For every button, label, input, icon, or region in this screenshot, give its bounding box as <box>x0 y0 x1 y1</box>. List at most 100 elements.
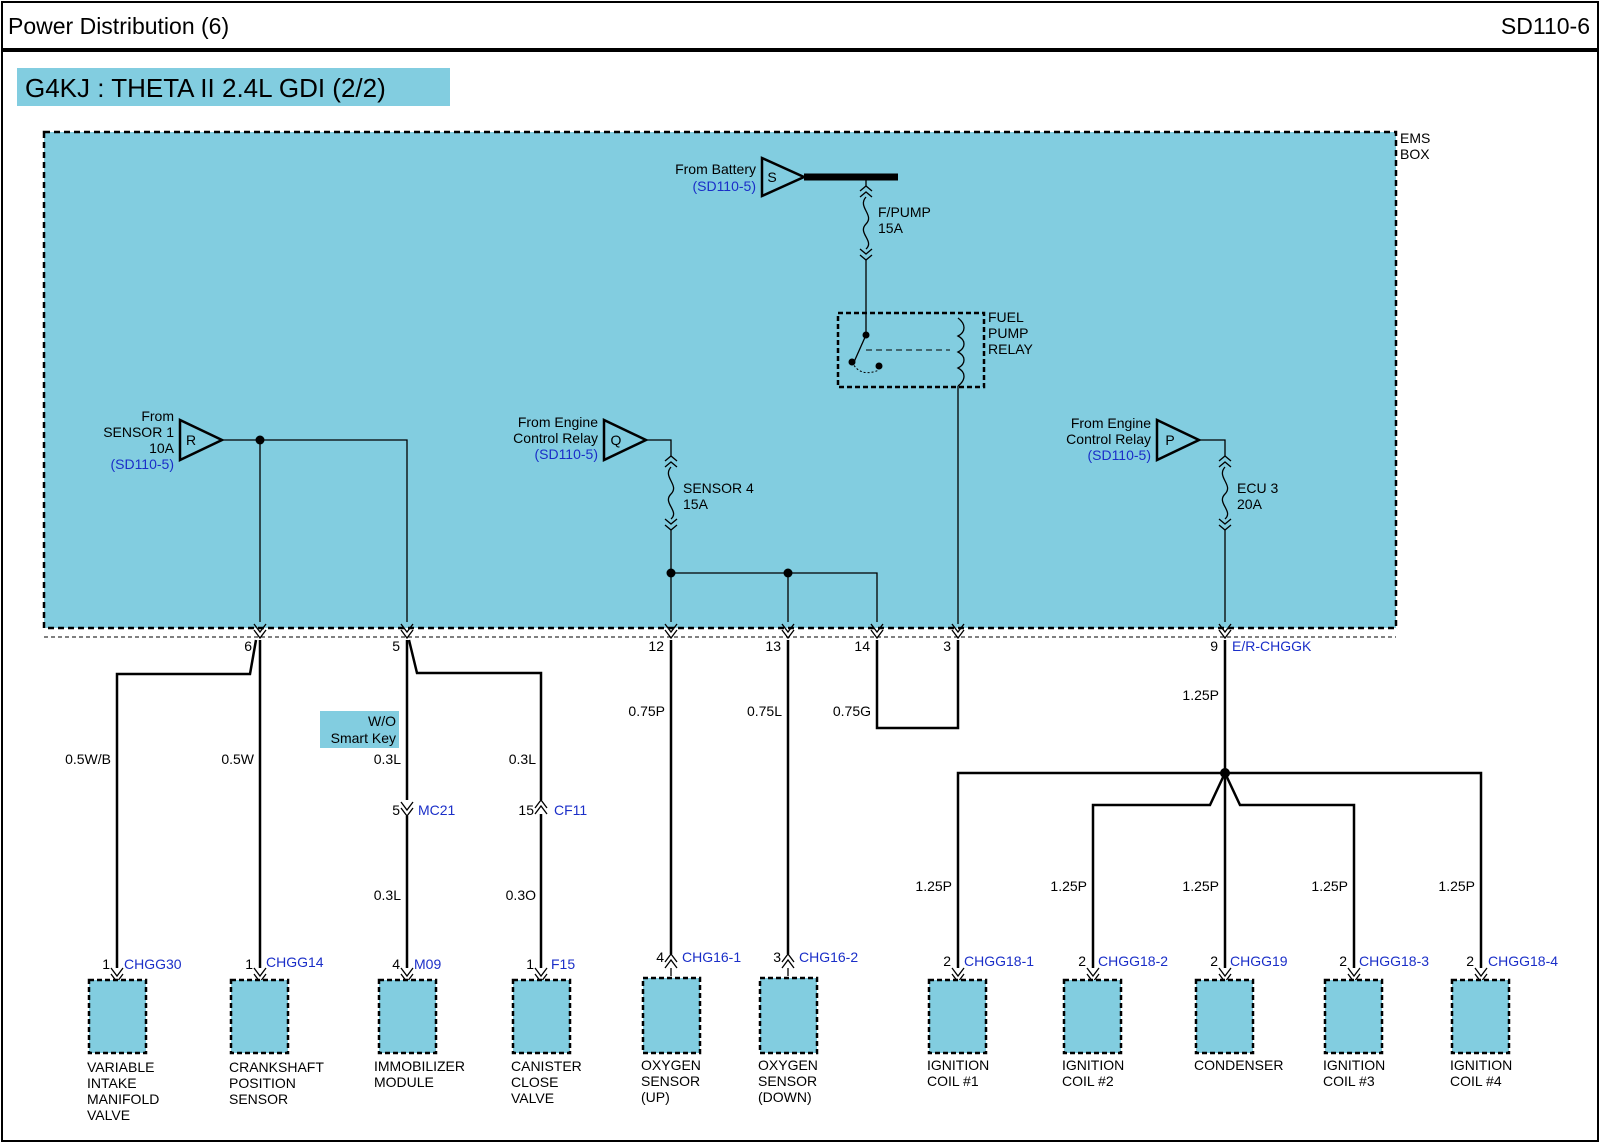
ecu3-fuse-name: ECU 3 <box>1237 480 1278 496</box>
component-pin: 1 <box>526 956 534 972</box>
sensor1-source-letter: R <box>186 432 196 448</box>
wire-o2-up-label: 0.75P <box>628 703 665 719</box>
ecr-q-line1: From Engine <box>518 414 598 430</box>
component-connector: CHGG14 <box>266 954 324 970</box>
sensor1-source-line2: SENSOR 1 <box>103 424 174 440</box>
component-ignition-coil-4: 2 CHGG18-4 IGNITION COIL #4 <box>1450 953 1558 1089</box>
sensor4-splice-1 <box>666 568 676 578</box>
component-name: CONDENSER <box>1194 1057 1283 1073</box>
component-variable-intake-manifold-valve: 1 CHGG30 VARIABLE INTAKE MANIFOLD VALVE <box>87 956 182 1123</box>
component-connector: CHG16-2 <box>799 949 858 965</box>
component-ignition-coil-1: 2 CHGG18-1 IGNITION COIL #1 <box>927 953 1034 1089</box>
ems-box-label-2: BOX <box>1400 146 1430 162</box>
component-condenser: 2 CHGG19 CONDENSER <box>1194 953 1288 1073</box>
ecr-p-source: P From Engine Control Relay (SD110-5) <box>1066 415 1202 463</box>
relay-label-3: RELAY <box>988 341 1034 357</box>
component-name: COIL #2 <box>1062 1073 1114 1089</box>
wire-o2-down-label: 0.75L <box>747 703 782 719</box>
wire-coil1 <box>956 771 1225 968</box>
component-pin: 4 <box>656 949 664 965</box>
ecr-p-letter: P <box>1165 432 1174 448</box>
component-connector: CHG16-1 <box>682 949 741 965</box>
component-name: OXYGEN <box>641 1057 701 1073</box>
component-connector: F15 <box>551 956 575 972</box>
ecr-q-wire <box>646 439 672 456</box>
component-name: MODULE <box>374 1074 434 1090</box>
component-name: CANISTER <box>511 1058 582 1074</box>
cf11-name: CF11 <box>554 802 587 818</box>
component-name: VALVE <box>87 1107 130 1123</box>
component-oxygen-sensor-down: 3 CHG16-2 OXYGEN SENSOR (DOWN) <box>758 949 858 1105</box>
relay-label-1: FUEL <box>988 309 1024 325</box>
component-pin: 2 <box>943 953 951 969</box>
fuel-pump-relay: FUEL PUMP RELAY <box>836 309 1034 389</box>
ecr-p-ref: (SD110-5) <box>1087 447 1151 463</box>
wire-jumper-label: 0.75G <box>833 703 871 719</box>
component-name: SENSOR <box>229 1091 288 1107</box>
subtitle-bg <box>17 68 450 106</box>
component-name: POSITION <box>229 1075 296 1091</box>
component-name: (UP) <box>641 1089 670 1105</box>
ems-box-label-1: EMS <box>1400 130 1430 146</box>
component-ignition-coil-2: 2 CHGG18-2 IGNITION COIL #2 <box>1062 953 1168 1089</box>
wire-coil4 <box>1225 771 1483 968</box>
component-ignition-coil-3: 2 CHGG18-3 IGNITION COIL #3 <box>1323 953 1429 1089</box>
component-immobilizer-module: 4 M09 IMMOBILIZER MODULE <box>374 956 465 1090</box>
component-name: MANIFOLD <box>87 1091 159 1107</box>
component-name: COIL #3 <box>1323 1073 1375 1089</box>
component-name: IGNITION <box>1062 1057 1124 1073</box>
component-name: IGNITION <box>927 1057 989 1073</box>
component-name: IGNITION <box>1450 1057 1512 1073</box>
component-name: SENSOR <box>641 1073 700 1089</box>
wire-coil1-label: 1.25P <box>915 878 952 894</box>
sensor1-wire-a <box>222 439 408 622</box>
sensor1-source-line3: 10A <box>149 440 175 456</box>
sensor1-source-line1: From <box>141 408 174 424</box>
cf11-pin: 15 <box>518 802 534 818</box>
ecr-q-source: Q From Engine Control Relay (SD110-5) <box>513 414 649 462</box>
sensor1-splice <box>255 435 265 445</box>
ecr-q-line2: Control Relay <box>513 430 598 446</box>
component-name: COIL #4 <box>1450 1073 1502 1089</box>
mc21-connector: 5 MC21 <box>392 801 456 818</box>
component-name: COIL #1 <box>927 1073 979 1089</box>
box-terminals <box>253 623 1232 640</box>
sensor4-fuse-rating: 15A <box>683 496 709 512</box>
ecr-p-wire <box>1199 439 1226 456</box>
wire-ckp-label: 0.5W <box>221 751 254 767</box>
sensor4-fuse-name: SENSOR 4 <box>683 480 754 496</box>
component-pin: 4 <box>392 956 400 972</box>
component-name: IMMOBILIZER <box>374 1058 465 1074</box>
component-canister-close-valve: 1 F15 CANISTER CLOSE VALVE <box>511 956 582 1106</box>
ecr-p-line1: From Engine <box>1071 415 1151 431</box>
component-name: VARIABLE <box>87 1059 154 1075</box>
battery-source-letter: S <box>767 169 776 185</box>
wire-vim <box>115 639 258 968</box>
fpump-fuse-name: F/PUMP <box>878 204 931 220</box>
component-pin: 1 <box>245 956 253 972</box>
sensor1-source-ref: (SD110-5) <box>110 456 174 472</box>
component-name: SENSOR <box>758 1073 817 1089</box>
component-name: INTAKE <box>87 1075 137 1091</box>
option-label-1: W/O <box>368 713 396 729</box>
sensor4-splice-2 <box>783 568 793 578</box>
box-pin-3: 3 <box>943 638 951 654</box>
box-pin-13: 13 <box>765 638 781 654</box>
component-pin: 2 <box>1210 953 1218 969</box>
battery-source-ref: (SD110-5) <box>692 178 756 194</box>
component-pin: 2 <box>1466 953 1474 969</box>
page-title: Power Distribution (6) <box>8 13 229 39</box>
component-connector: CHGG19 <box>1230 953 1288 969</box>
wire-immo-label-b: 0.3L <box>374 887 401 903</box>
component-pin: 2 <box>1078 953 1086 969</box>
option-badge <box>320 711 399 748</box>
component-pin: 3 <box>773 949 781 965</box>
box-connector-name: E/R-CHGGK <box>1232 638 1312 654</box>
fpump-fuse: F/PUMP 15A <box>859 180 931 261</box>
box-pin-6: 6 <box>244 638 252 654</box>
wire-ign-main-label: 1.25P <box>1182 687 1219 703</box>
ecr-q-letter: Q <box>611 432 622 448</box>
sensor4-fuse: SENSOR 4 15A <box>664 455 754 531</box>
